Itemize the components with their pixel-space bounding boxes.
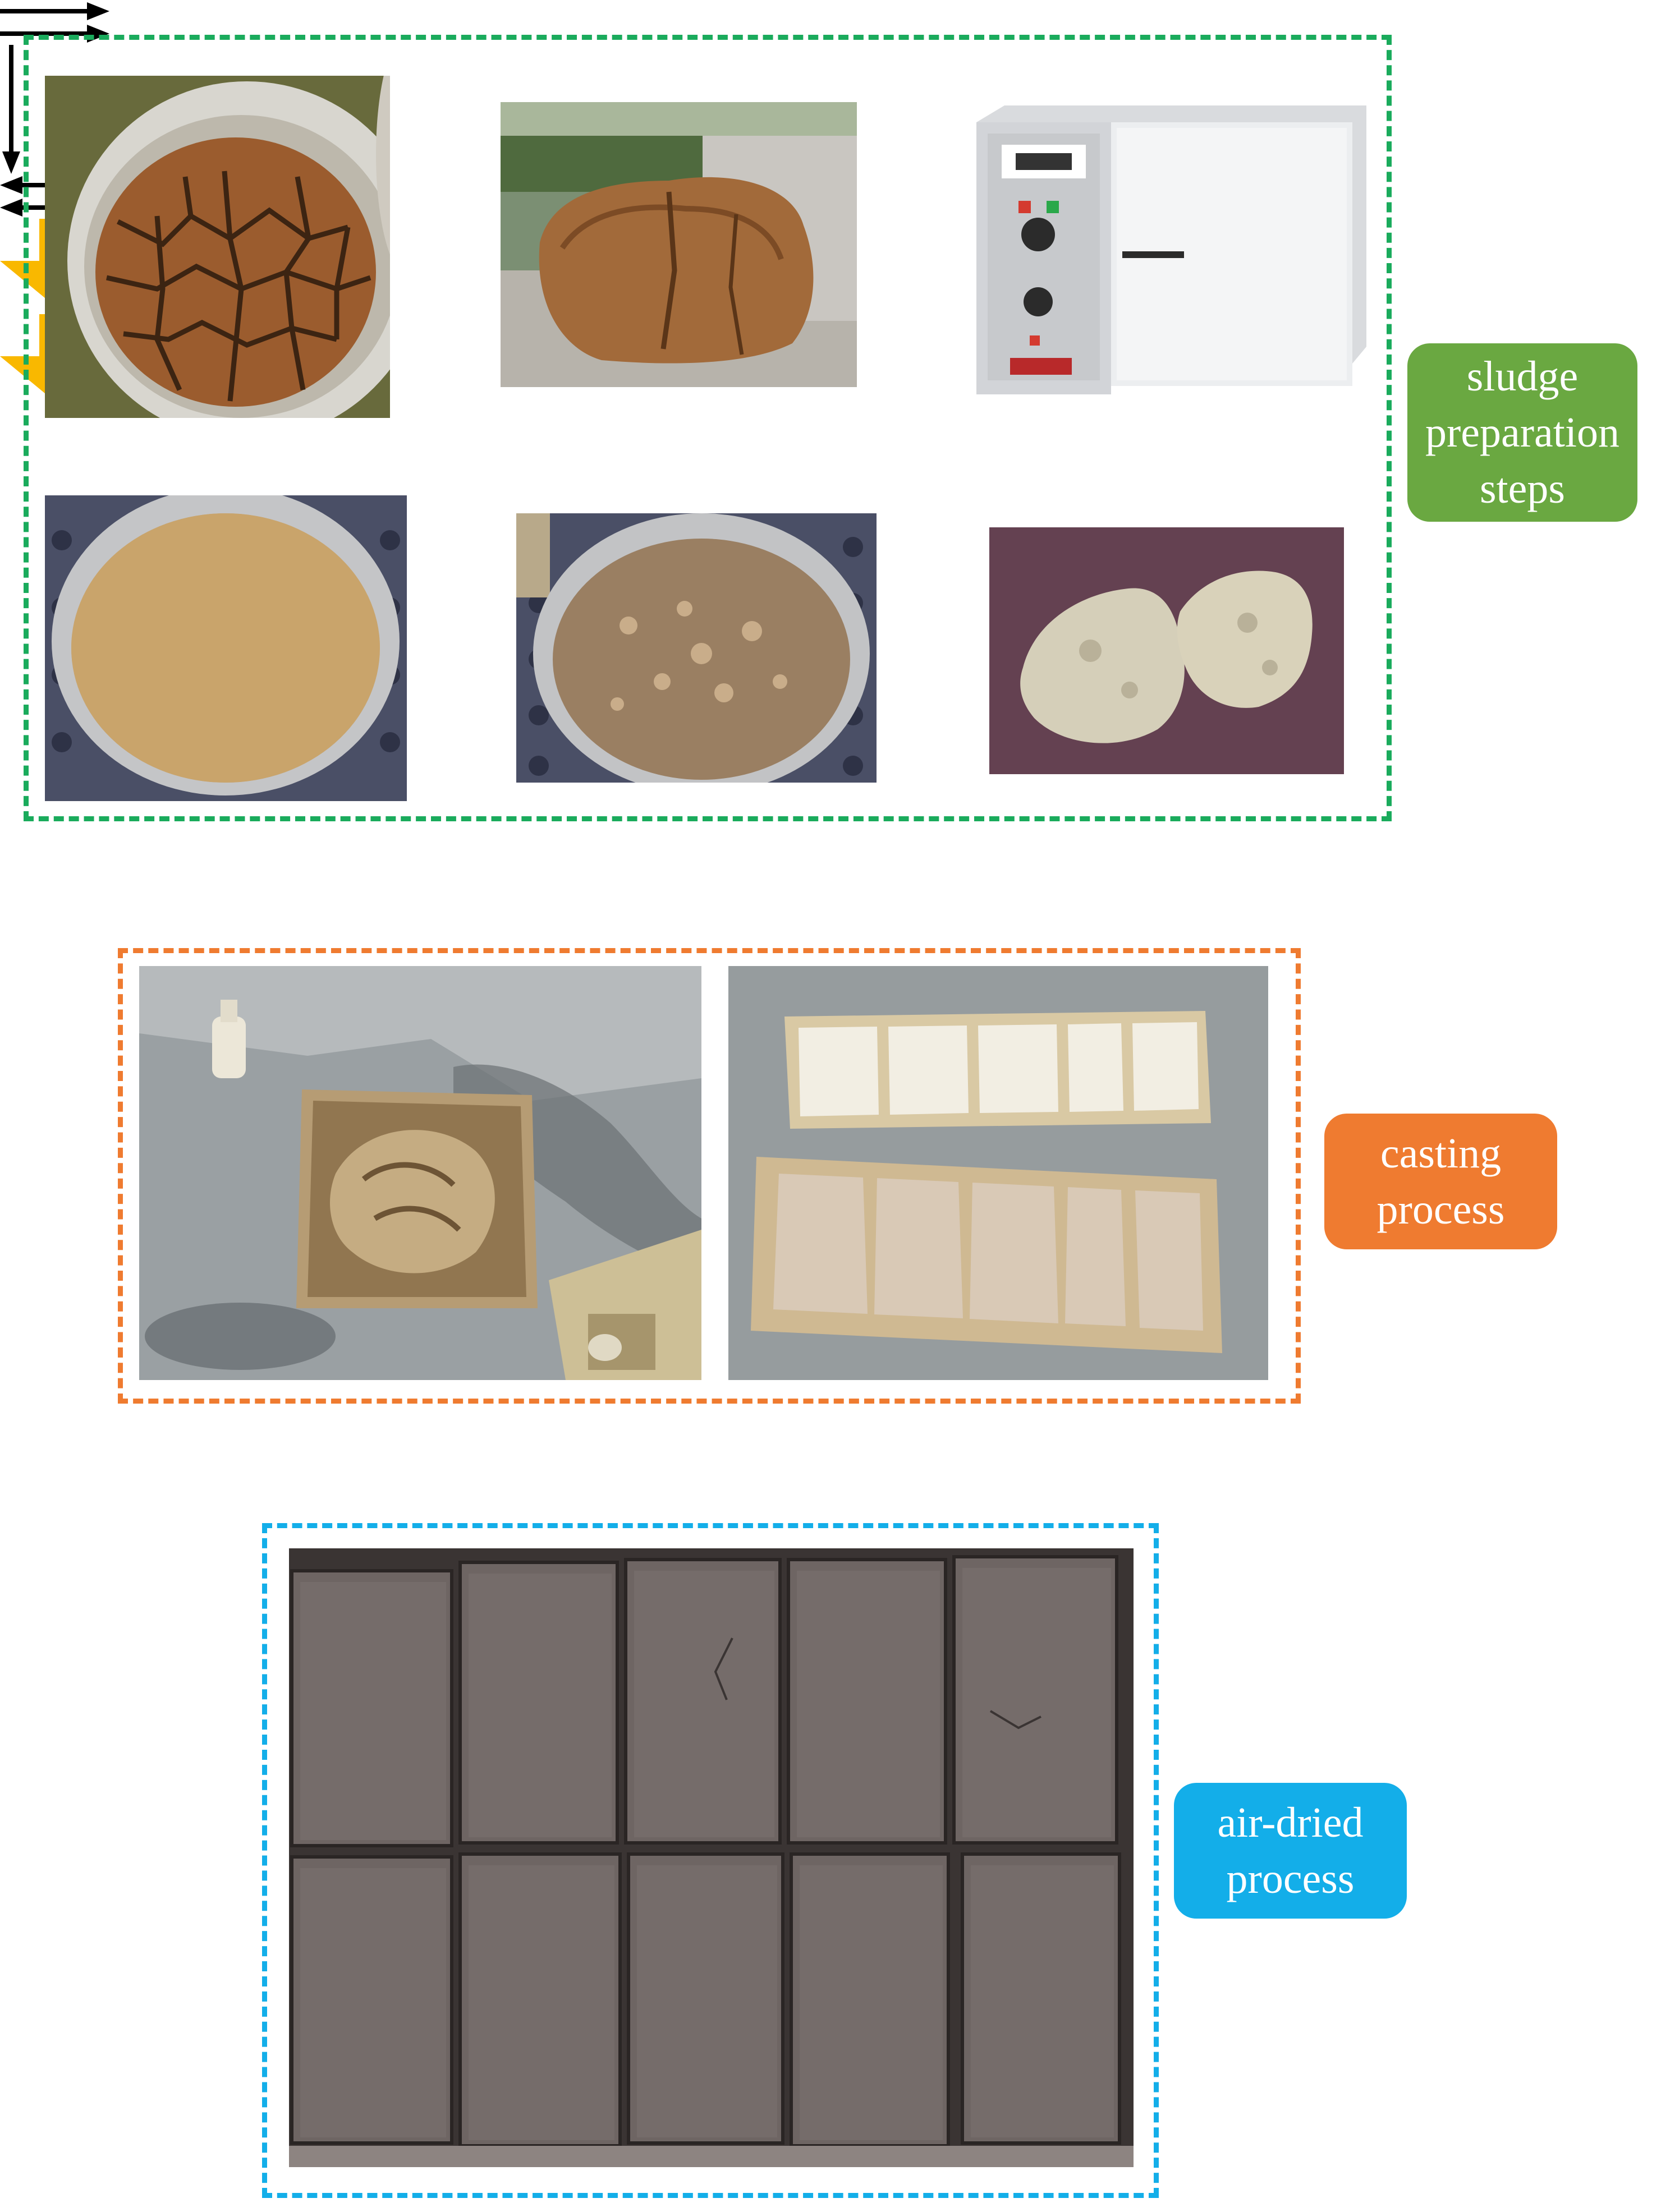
sieved-sludge-powder-photo: [45, 495, 407, 801]
sludge-paste-mold-photo: [139, 966, 701, 1380]
air-dried-bricks-photo: [289, 1548, 1134, 2167]
casting-label-line: process: [1376, 1186, 1505, 1233]
casting-process-label: casting process: [1324, 1114, 1557, 1249]
sludge-preparation-steps-label: sludge preparation steps: [1407, 343, 1637, 522]
drying-oven-photo: [965, 100, 1366, 394]
casting-process-frame: [118, 948, 1301, 1404]
sludge-label-line: sludge: [1466, 353, 1579, 400]
sludge-chunk-photo: [501, 102, 857, 387]
dried-sludge-lumps-photo: [989, 527, 1344, 774]
air-dried-label-line: air-dried: [1217, 1799, 1364, 1846]
crushed-sludge-pan-photo: [516, 513, 877, 783]
step-arrow-icon: [0, 45, 22, 174]
empty-brick-molds-photo: [728, 966, 1268, 1380]
step-arrow-icon: [0, 0, 109, 22]
air-dried-process-label: air-dried process: [1174, 1783, 1407, 1919]
air-dried-label-line: process: [1226, 1855, 1355, 1902]
casting-label-line: casting: [1380, 1130, 1502, 1177]
sludge-preparation-frame: [24, 35, 1392, 821]
sludge-label-line: steps: [1479, 465, 1565, 512]
air-dried-process-frame: [262, 1523, 1159, 2198]
cracked-sludge-bucket-photo: [45, 76, 390, 418]
sludge-label-line: preparation: [1425, 409, 1620, 456]
